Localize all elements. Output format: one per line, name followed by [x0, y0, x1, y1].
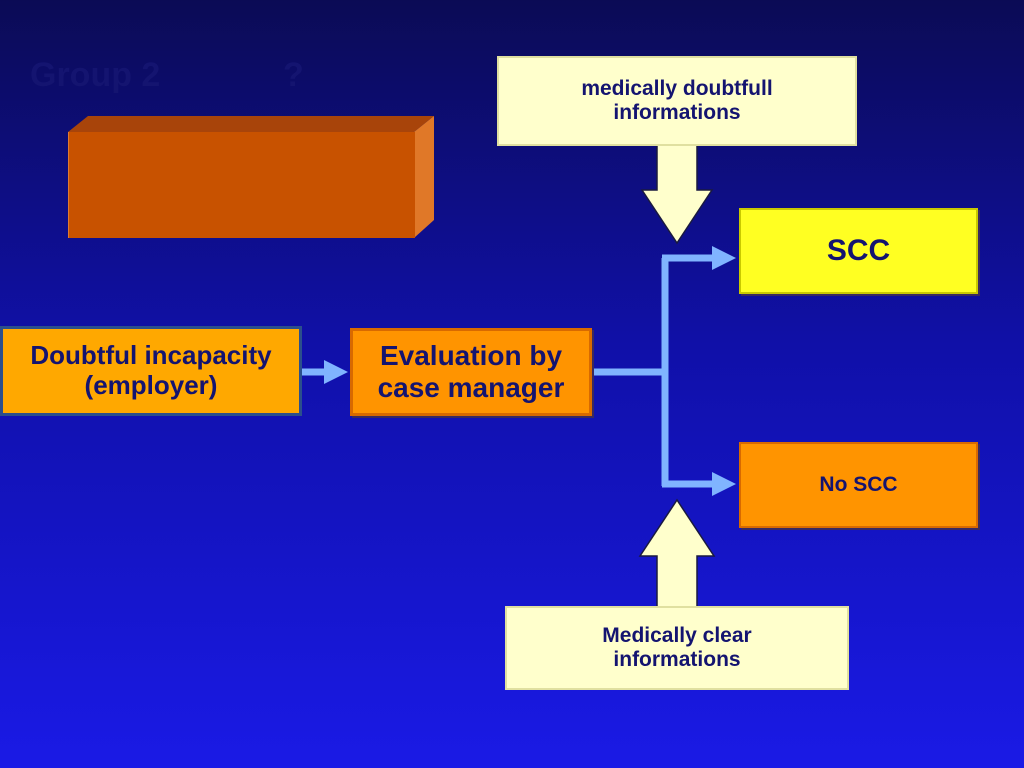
evaluation-line2: case manager [377, 372, 565, 403]
evaluation-box: Evaluation by case manager [350, 328, 592, 416]
group-block-side-face [414, 116, 434, 238]
group-block-front-face [68, 132, 415, 238]
block-arrow-down [640, 143, 714, 245]
doubtfull-line2: informations [613, 101, 741, 124]
arrowhead-to-noscc [712, 472, 736, 496]
group-block-top-face [68, 116, 434, 132]
medically-doubtfull-box: medically doubtfull informations [497, 56, 857, 146]
clear-line1: Medically clear [602, 623, 752, 647]
arrowhead-doubtful-to-eval [324, 360, 348, 384]
scc-label: SCC [826, 233, 891, 267]
no-scc-label: No SCC [819, 472, 898, 496]
evaluation-line1: Evaluation by [379, 339, 563, 371]
group-question-mark: ? [283, 56, 304, 94]
medically-clear-box: Medically clear informations [505, 606, 849, 690]
doubtful-line2: (employer) [84, 370, 218, 400]
scc-box: SCC [739, 208, 978, 294]
no-scc-box: No SCC [739, 442, 978, 528]
block-arrow-up [638, 498, 716, 609]
doubtful-line1: Doubtful incapacity [30, 340, 272, 371]
group-block [68, 116, 434, 240]
group-label: Group 2 [30, 56, 161, 94]
clear-line2: informations [613, 648, 741, 671]
arrowhead-to-scc [712, 246, 736, 270]
doubtful-incapacity-box: Doubtful incapacity (employer) [0, 326, 302, 416]
doubtfull-line1: medically doubtfull [581, 76, 773, 100]
